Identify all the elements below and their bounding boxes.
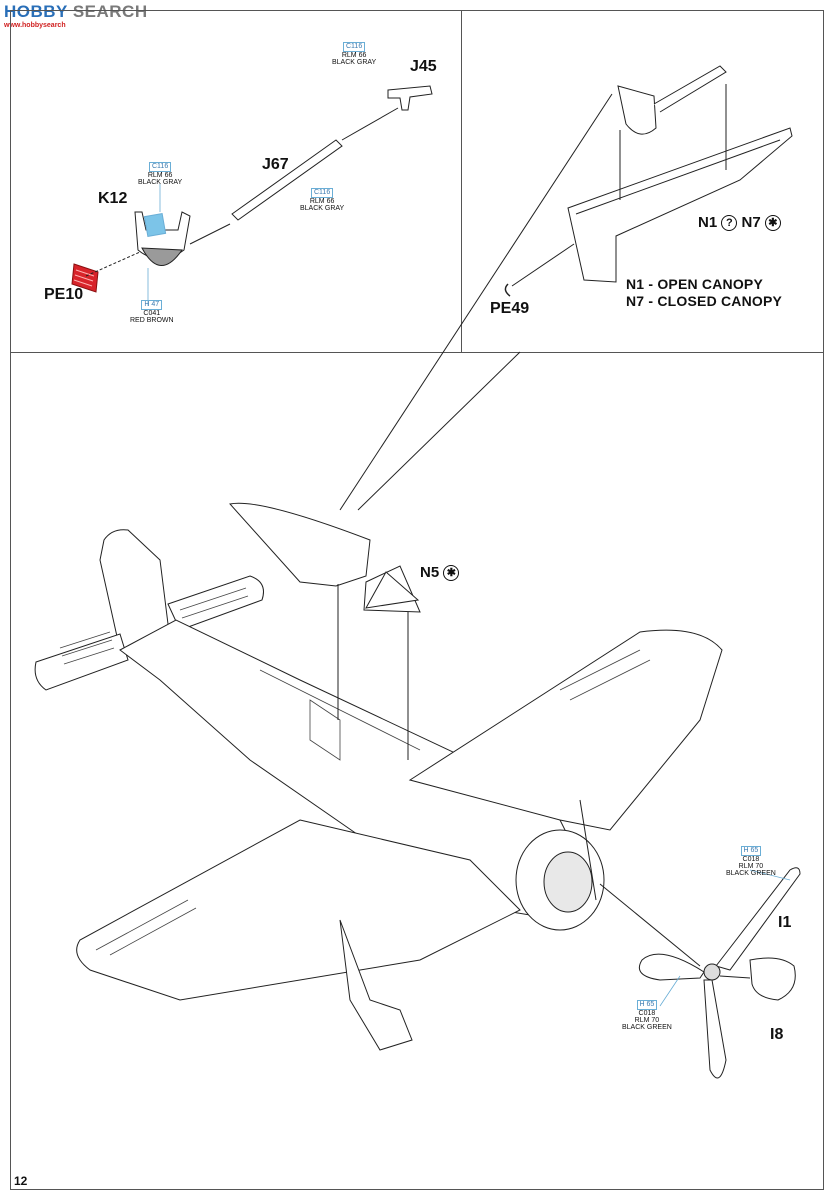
inset-right-frame: [461, 10, 824, 353]
part-label-k12: K12: [98, 190, 128, 207]
inset-divider: [10, 352, 824, 353]
part-label-pe49: PE49: [490, 300, 530, 317]
note-open-canopy: N1 - OPEN CANOPY: [626, 276, 763, 292]
j67-rod-drawing: [231, 139, 343, 221]
pe10-photoetch-drawing: [71, 263, 99, 293]
part-label-pe10: PE10: [44, 286, 84, 303]
color-callout-j45: C116 RLM 66 BLACK GRAY: [332, 42, 377, 66]
j45-bracket-drawing: [387, 85, 433, 111]
page-number: 12: [14, 1174, 28, 1188]
option-marker-n1-n7: N1 ? N7 ✱: [698, 214, 781, 232]
k12-part-drawing: [134, 211, 191, 266]
color-callout-propeller: H 65 C018 RLM 70 BLACK GREEN: [622, 1000, 672, 1031]
part-label-n5: N5 ✱: [420, 564, 460, 582]
n5-part-drawing: [365, 571, 420, 609]
aircraft-drawing: [34, 502, 723, 1051]
canopy-frame-drawing: [567, 65, 793, 283]
color-callout-i1: H 65 C018 RLM 70 BLACK GREEN: [726, 846, 776, 877]
part-label-j67: J67: [262, 156, 289, 173]
watermark: HOBBY SEARCH: [4, 2, 148, 21]
color-callout-pe10: H 47 C041 RED BROWN: [130, 300, 174, 324]
star-icon: ✱: [764, 215, 781, 232]
part-label-i1: I1: [778, 914, 792, 931]
note-closed-canopy: N7 - CLOSED CANOPY: [626, 293, 783, 309]
color-callout-j67: C116 RLM 66 BLACK GRAY: [300, 188, 345, 212]
part-label-i8: I8: [770, 1026, 784, 1043]
page-frame: [10, 10, 824, 1190]
propeller-drawing: [638, 867, 801, 1079]
color-callout-k12: C116 RLM 66 BLACK GRAY: [138, 162, 183, 186]
star-icon: ✱: [443, 565, 460, 582]
question-icon: ?: [721, 215, 738, 232]
watermark-sub: www.hobbysearch: [4, 22, 66, 29]
part-label-j45: J45: [410, 58, 437, 75]
